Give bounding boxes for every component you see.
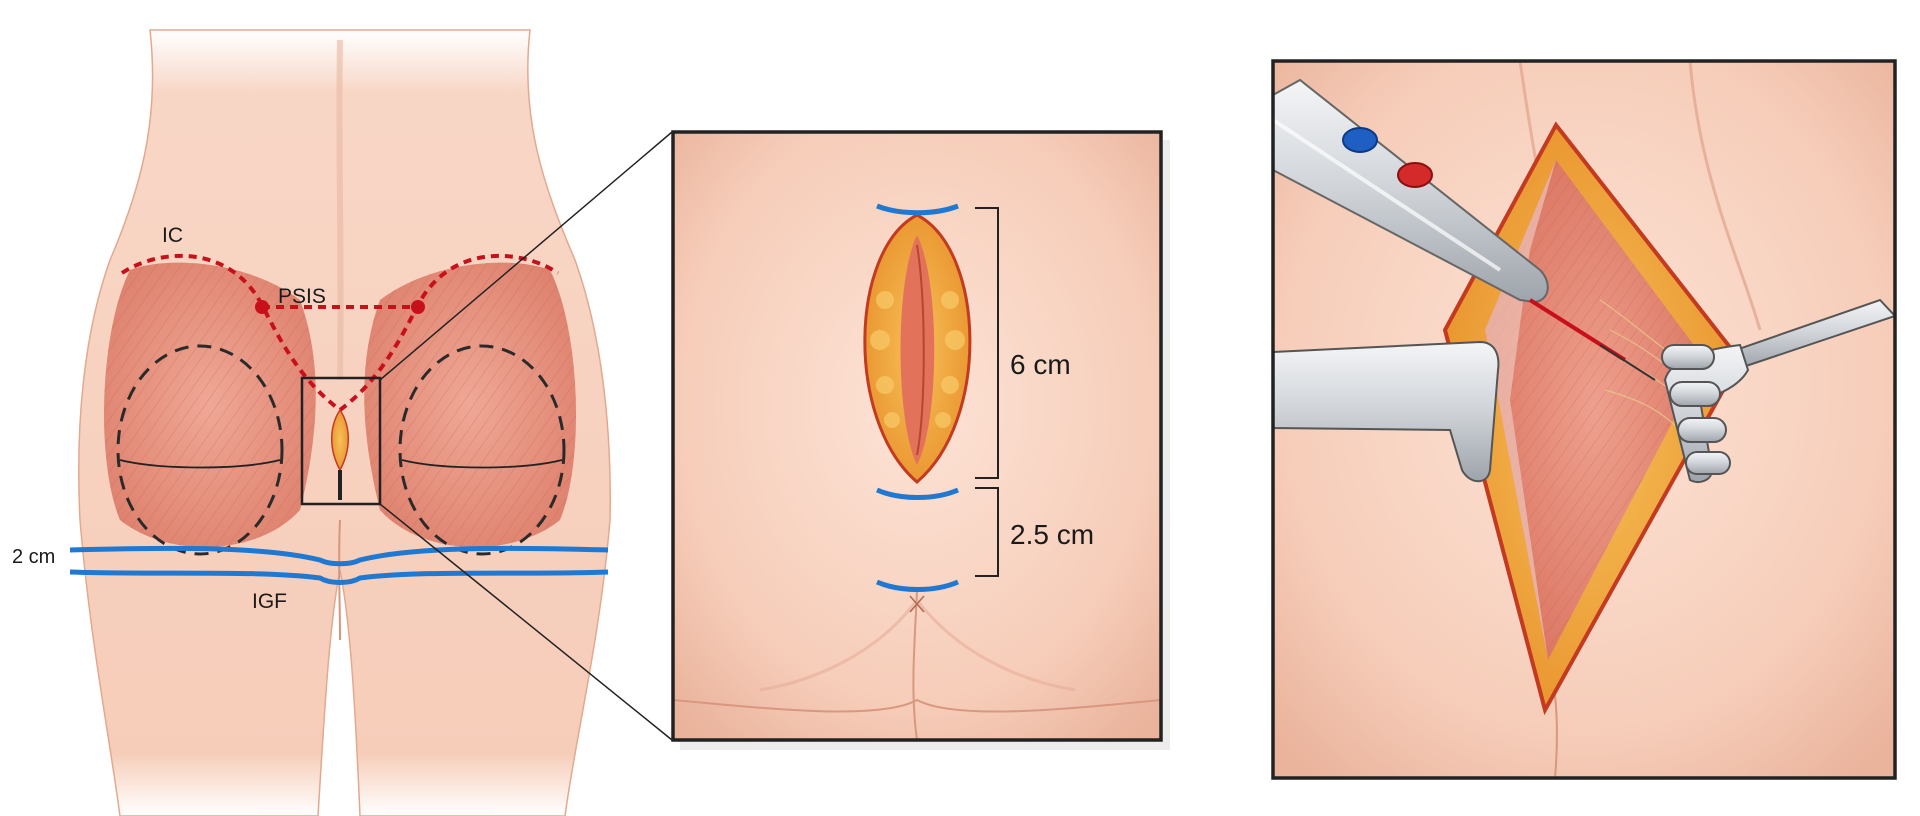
igf-label: IGF bbox=[252, 590, 287, 613]
right-rake-retractor bbox=[1661, 298, 1895, 483]
zoom-callout-top bbox=[379, 131, 673, 381]
left-psis-dot bbox=[255, 300, 269, 314]
red-button-icon bbox=[1397, 162, 1433, 188]
two-cm-label: 2 cm bbox=[12, 546, 55, 568]
blue-button-icon bbox=[1342, 127, 1378, 153]
left-retractor bbox=[1273, 340, 1500, 483]
blue-mark-top bbox=[876, 203, 959, 216]
six-cm-label: 6 cm bbox=[1010, 349, 1071, 380]
incision-zoom-panel: 6 cm 2.5 cm bbox=[671, 130, 1170, 750]
psis-label: PSIS bbox=[278, 285, 326, 308]
blue-mark-middle bbox=[876, 487, 959, 500]
igf-upper-line bbox=[69, 545, 609, 567]
ic-label: IC bbox=[162, 224, 183, 247]
blue-mark-bottom bbox=[876, 579, 959, 592]
electrocautery-pen bbox=[1273, 78, 1656, 381]
right-implant-outline bbox=[398, 344, 566, 556]
left-implant-outline bbox=[116, 344, 284, 556]
posterior-view-panel: IC PSIS 2 cm IGF bbox=[12, 29, 673, 816]
operative-view-panel bbox=[1271, 59, 1897, 780]
two-half-cm-label: 2.5 cm bbox=[1010, 519, 1094, 550]
six-cm-bracket bbox=[975, 207, 999, 479]
zoom-callout-bottom bbox=[379, 503, 673, 741]
igf-lower-line bbox=[69, 569, 609, 585]
right-psis-dot bbox=[411, 300, 425, 314]
two-half-cm-bracket bbox=[975, 487, 999, 577]
incision-site-box bbox=[300, 376, 382, 506]
